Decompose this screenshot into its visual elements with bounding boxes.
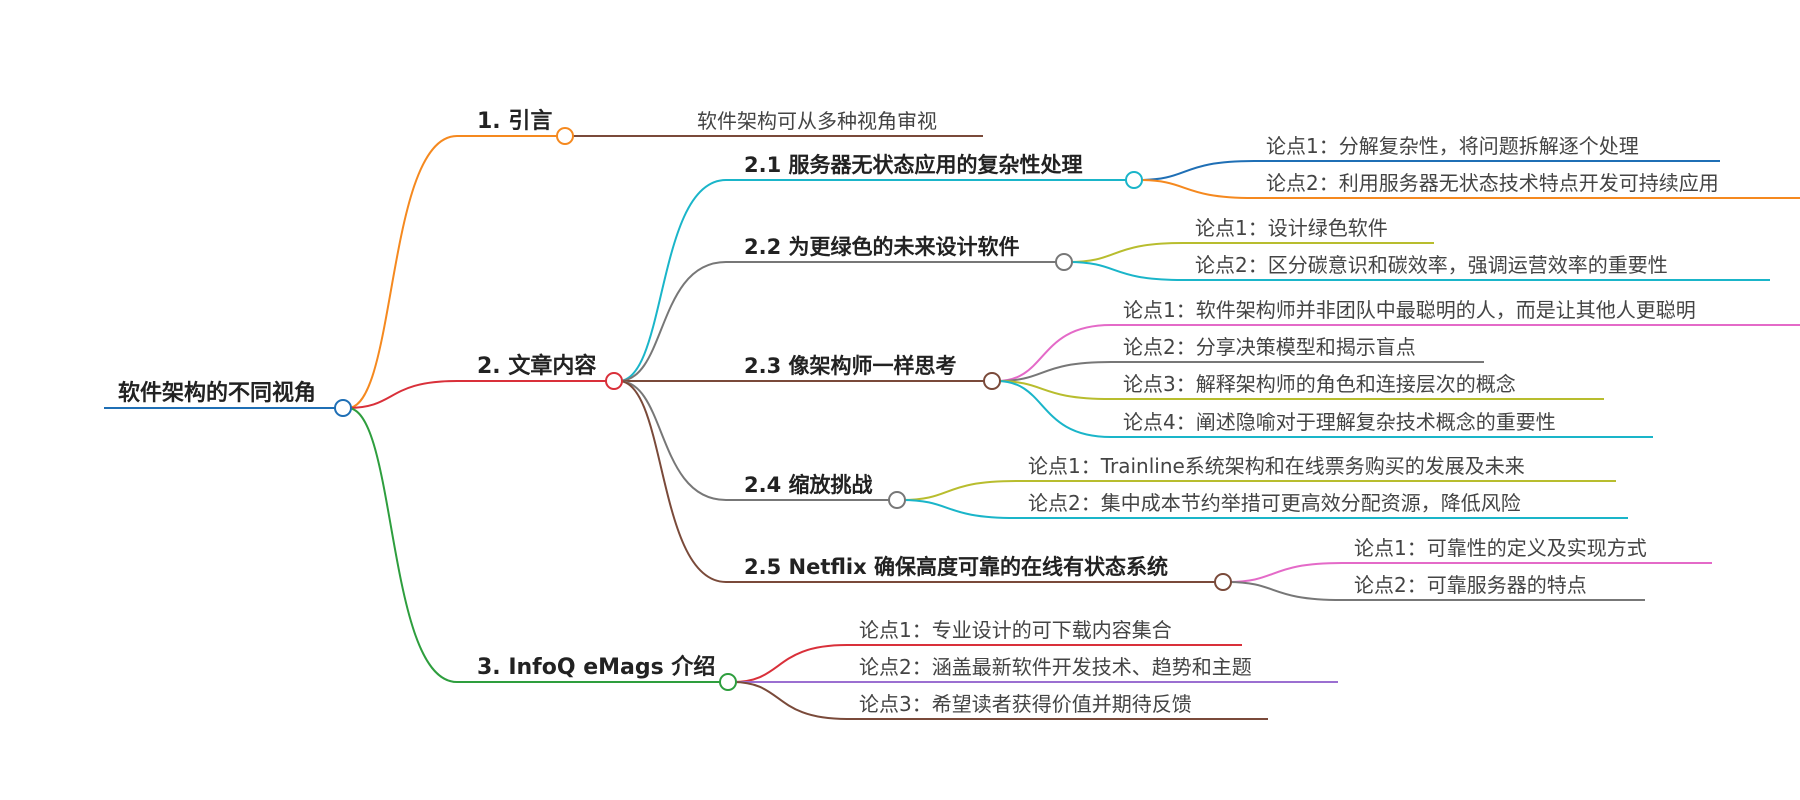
- s2_3-leaf-1-label[interactable]: 论点1：软件架构师并非团队中最聪明的人，而是让其他人更聪明: [1123, 298, 1696, 322]
- labels-layer: 软件架构的不同视角 1. 引言 软件架构可从多种视角审视 2. 文章内容 2.1 服务器…: [118, 108, 1719, 716]
- edge-s2_3-leaf-3: [996, 380, 1112, 400]
- s2_1-leaf-1-label[interactable]: 论点1：分解复杂性，将问题拆解逐个处理: [1266, 134, 1639, 158]
- s2_5-leaf-2-label[interactable]: 论点2：可靠服务器的特点: [1354, 573, 1587, 597]
- s2_3-leaf-4-label[interactable]: 论点4：阐述隐喻对于理解复杂技术概念的重要性: [1123, 410, 1556, 434]
- edge-s2_4-leaf-1: [901, 480, 1017, 501]
- s2_2-node-circle[interactable]: [1055, 253, 1073, 271]
- edge-root-to-s3: [347, 407, 458, 683]
- s2_1-node-circle[interactable]: [1125, 171, 1143, 189]
- edge-s2_4-leaf-2: [901, 499, 1017, 519]
- node-circles-layer: [334, 127, 1232, 691]
- s2_4-node-circle[interactable]: [888, 491, 906, 509]
- edge-s2_1-leaf-1: [1138, 160, 1255, 181]
- s3-leaf-1-label[interactable]: 论点1：专业设计的可下载内容集合: [859, 618, 1172, 642]
- edge-s2_3-leaf-1: [996, 324, 1112, 382]
- edge-s2_2-leaf-2: [1068, 261, 1184, 281]
- s2_4-leaf-1-label[interactable]: 论点1：Trainline系统架构和在线票务购买的发展及未来: [1028, 454, 1525, 478]
- s2_3-label[interactable]: 2.3 像架构师一样思考: [744, 354, 957, 378]
- s1-node-circle[interactable]: [556, 127, 574, 145]
- s2_1-leaf-2-label[interactable]: 论点2：利用服务器无状态技术特点开发可持续应用: [1266, 171, 1719, 195]
- edges-layer: [347, 134, 1343, 720]
- s2_5-leaf-1-label[interactable]: 论点1：可靠性的定义及实现方式: [1354, 536, 1647, 560]
- s2-node-circle[interactable]: [605, 372, 623, 390]
- s2_2-label[interactable]: 2.2 为更绿色的未来设计软件: [744, 235, 1020, 259]
- s2_3-leaf-3-label[interactable]: 论点3：解释架构师的角色和连接层次的概念: [1123, 372, 1516, 396]
- s3-leaf-2-label[interactable]: 论点2：涵盖最新软件开发技术、趋势和主题: [859, 655, 1252, 679]
- s1-label[interactable]: 1. 引言: [477, 108, 552, 134]
- s2_2-leaf-1-label[interactable]: 论点1：设计绿色软件: [1195, 216, 1388, 240]
- edge-s2_1-leaf-2: [1138, 179, 1255, 199]
- edge-s2_5-leaf-1: [1227, 562, 1343, 583]
- s2_4-label[interactable]: 2.4 缩放挑战: [744, 473, 873, 497]
- s2_1-label[interactable]: 2.1 服务器无状态应用的复杂性处理: [744, 153, 1083, 177]
- edge-s3-leaf-1: [732, 644, 848, 683]
- s2_5-node-circle[interactable]: [1214, 573, 1232, 591]
- s2_3-leaf-2-label[interactable]: 论点2：分享决策模型和揭示盲点: [1123, 335, 1416, 359]
- edge-root-to-s2: [347, 380, 458, 409]
- s2_2-leaf-2-label[interactable]: 论点2：区分碳意识和碳效率，强调运营效率的重要性: [1195, 253, 1668, 277]
- edge-s2-to-s2_5: [618, 380, 727, 583]
- s2_4-leaf-2-label[interactable]: 论点2：集中成本节约举措可更高效分配资源，降低风险: [1028, 491, 1521, 515]
- edge-s2-to-s2_1: [618, 179, 727, 382]
- s3-node-circle[interactable]: [719, 673, 737, 691]
- edge-s2-to-s2_2: [618, 261, 727, 382]
- edge-s2_5-leaf-2: [1227, 581, 1343, 601]
- edge-s2_3-leaf-4: [996, 380, 1112, 438]
- s2_5-label[interactable]: 2.5 Netflix 确保高度可靠的在线有状态系统: [744, 555, 1168, 579]
- s1-leaf-1-label[interactable]: 软件架构可从多种视角审视: [697, 109, 937, 133]
- s3-label[interactable]: 3. InfoQ eMags 介绍: [477, 654, 715, 680]
- root-topic-label[interactable]: 软件架构的不同视角: [118, 380, 316, 406]
- edge-root-to-s1: [347, 135, 458, 409]
- s3-leaf-3-label[interactable]: 论点3：希望读者获得价值并期待反馈: [859, 692, 1192, 716]
- s2-label[interactable]: 2. 文章内容: [477, 353, 596, 379]
- s2_3-node-circle[interactable]: [983, 372, 1001, 390]
- root-node-circle[interactable]: [334, 399, 352, 417]
- edge-s2_3-leaf-2: [996, 361, 1112, 382]
- edge-s3-leaf-3: [732, 681, 848, 720]
- edge-s2_2-leaf-1: [1068, 242, 1184, 263]
- underlines-layer: [104, 135, 1800, 720]
- edge-s2-to-s2_4: [618, 380, 727, 501]
